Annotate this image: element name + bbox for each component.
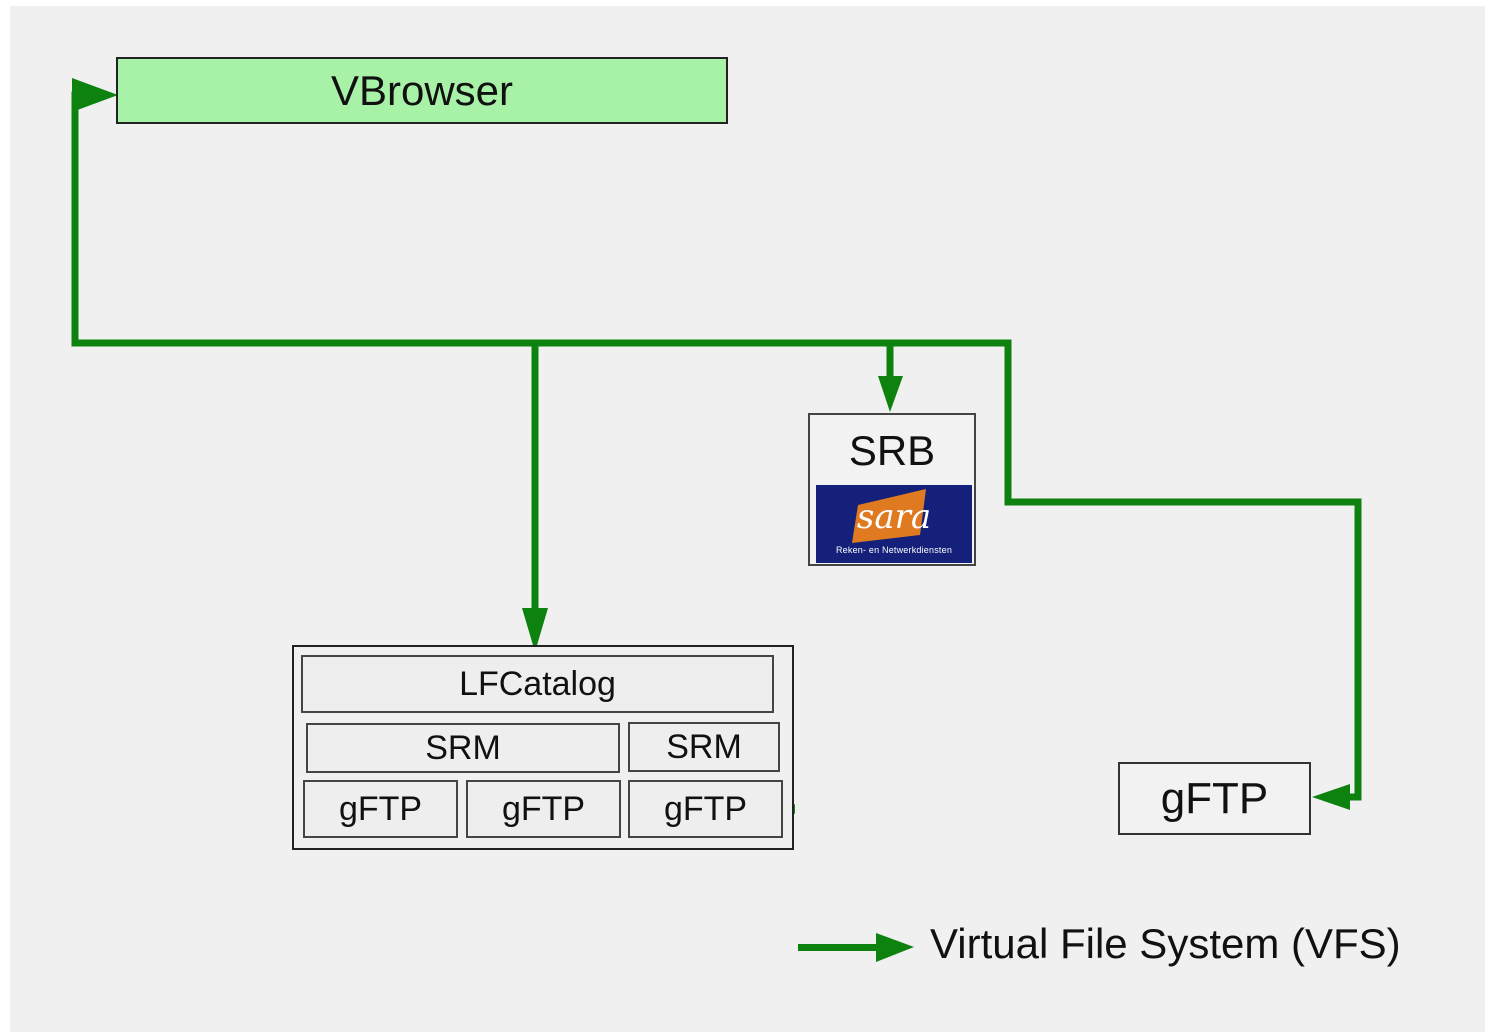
legend-arrow-head <box>876 933 914 962</box>
legend-vfs-label: Virtual File System (VFS) <box>930 920 1401 967</box>
srb-box: SRB sara Reken- en Netwerkdiensten <box>808 413 976 566</box>
diagram-canvas <box>10 6 1485 1032</box>
gftp-standalone-box: gFTP <box>1118 762 1311 835</box>
arrowhead-gftp <box>1312 784 1350 810</box>
gftp-standalone-label: gFTP <box>1160 773 1269 823</box>
vbrowser-label: VBrowser <box>330 66 514 114</box>
sara-logo-tagline: Reken- en Netwerkdiensten <box>835 545 953 555</box>
legend-arrow-shaft <box>798 944 882 951</box>
vfs-trunk <box>71 91 1007 347</box>
srm-left-box: SRM <box>306 723 620 773</box>
arrowhead-lfcatalog <box>522 608 548 652</box>
gftp-box-3: gFTP <box>628 780 783 838</box>
gftp-label-3: gFTP <box>663 789 748 828</box>
lfcatalog-label: LFCatalog <box>459 664 616 703</box>
srb-label: SRB <box>848 427 936 474</box>
gftp-label-1: gFTP <box>338 789 423 828</box>
arrowhead-vbrowser <box>72 78 118 112</box>
lfcatalog-box: LFCatalog <box>301 655 774 713</box>
gftp-box-2: gFTP <box>466 780 621 838</box>
srm-left-label: SRM <box>425 728 501 767</box>
sara-logo-word: sara <box>856 497 932 537</box>
gftp-box-1: gFTP <box>303 780 458 838</box>
arrowhead-srb <box>878 376 903 412</box>
sara-logo: sara Reken- en Netwerkdiensten <box>816 485 972 563</box>
srm-right-label: SRM <box>666 727 742 766</box>
vbrowser-box: VBrowser <box>116 57 728 124</box>
vfs-line-gftp <box>1004 339 1362 801</box>
srm-right-box: SRM <box>628 722 780 772</box>
gftp-label-2: gFTP <box>501 789 586 828</box>
lfcatalog-group: LFCatalog SRM SRM gFTP gFTP gFTP <box>292 645 794 850</box>
sara-logo-shape <box>852 489 926 543</box>
